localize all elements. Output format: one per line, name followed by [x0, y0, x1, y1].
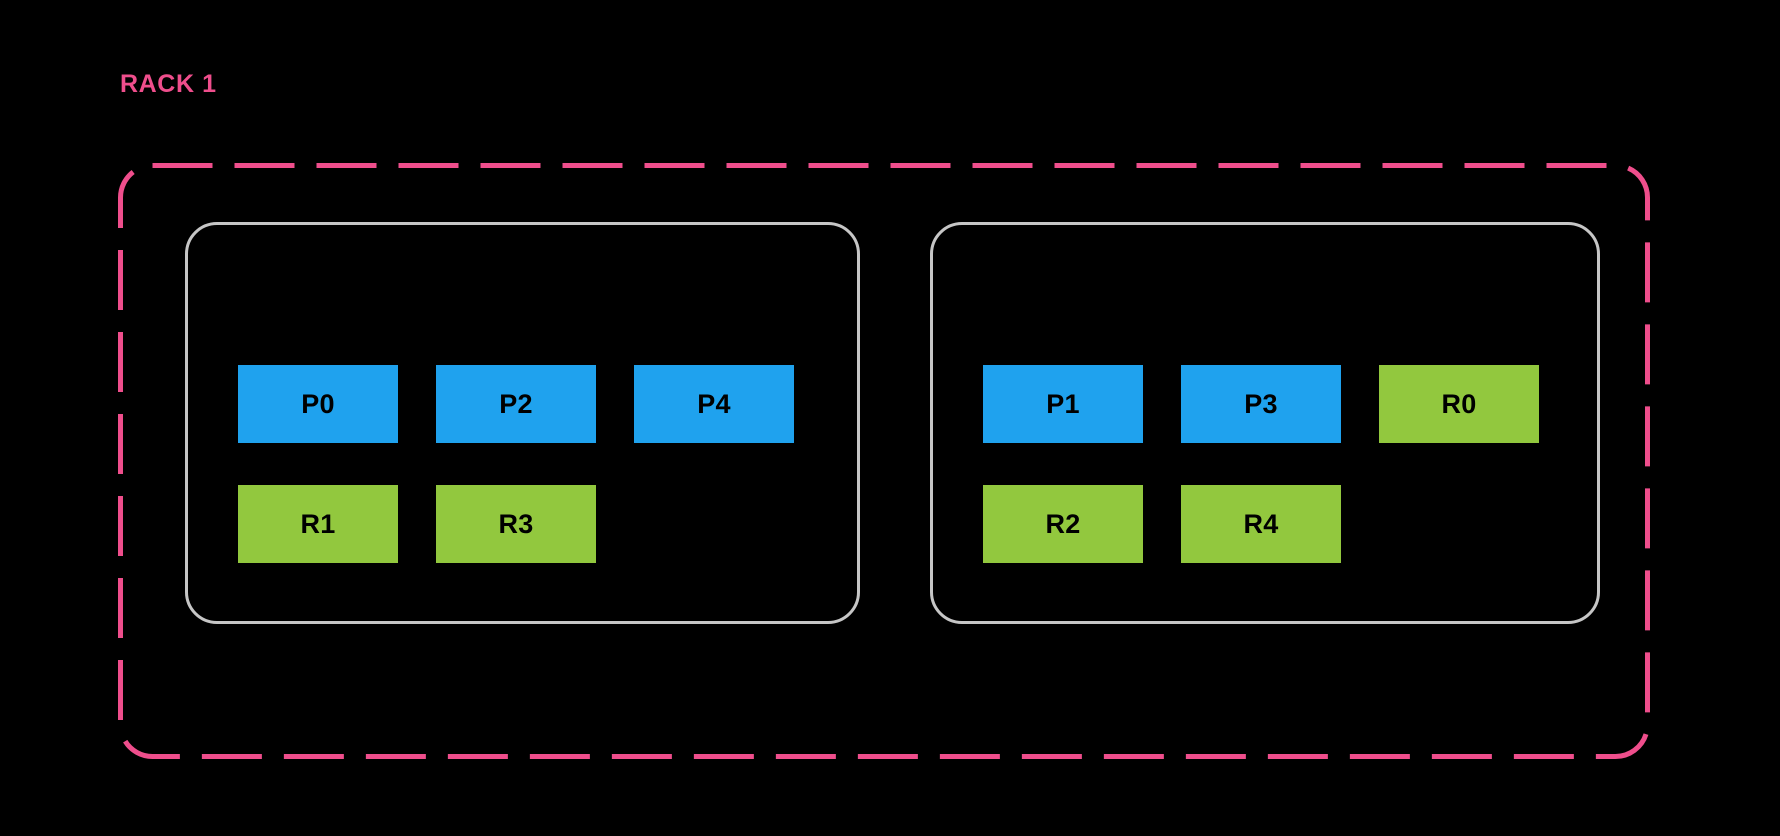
slot-p1[interactable]: P1 [983, 365, 1143, 443]
slot-p3[interactable]: P3 [1181, 365, 1341, 443]
node-panel-2[interactable]: P1 P3 R0 R2 R4 [930, 222, 1600, 624]
rack-label: RACK 1 [120, 70, 217, 98]
slot-p2[interactable]: P2 [436, 365, 596, 443]
slot-r0[interactable]: R0 [1379, 365, 1539, 443]
slot-p0[interactable]: P0 [238, 365, 398, 443]
node-2-top-row: P1 P3 R0 [983, 365, 1539, 443]
slot-p4[interactable]: P4 [634, 365, 794, 443]
node-2-bottom-row: R2 R4 [983, 485, 1341, 563]
slot-r4[interactable]: R4 [1181, 485, 1341, 563]
slot-r3[interactable]: R3 [436, 485, 596, 563]
node-1-bottom-row: R1 R3 [238, 485, 596, 563]
slot-r1[interactable]: R1 [238, 485, 398, 563]
slot-r2[interactable]: R2 [983, 485, 1143, 563]
node-panel-1[interactable]: P0 P2 P4 R1 R3 [185, 222, 860, 624]
node-1-top-row: P0 P2 P4 [238, 365, 794, 443]
